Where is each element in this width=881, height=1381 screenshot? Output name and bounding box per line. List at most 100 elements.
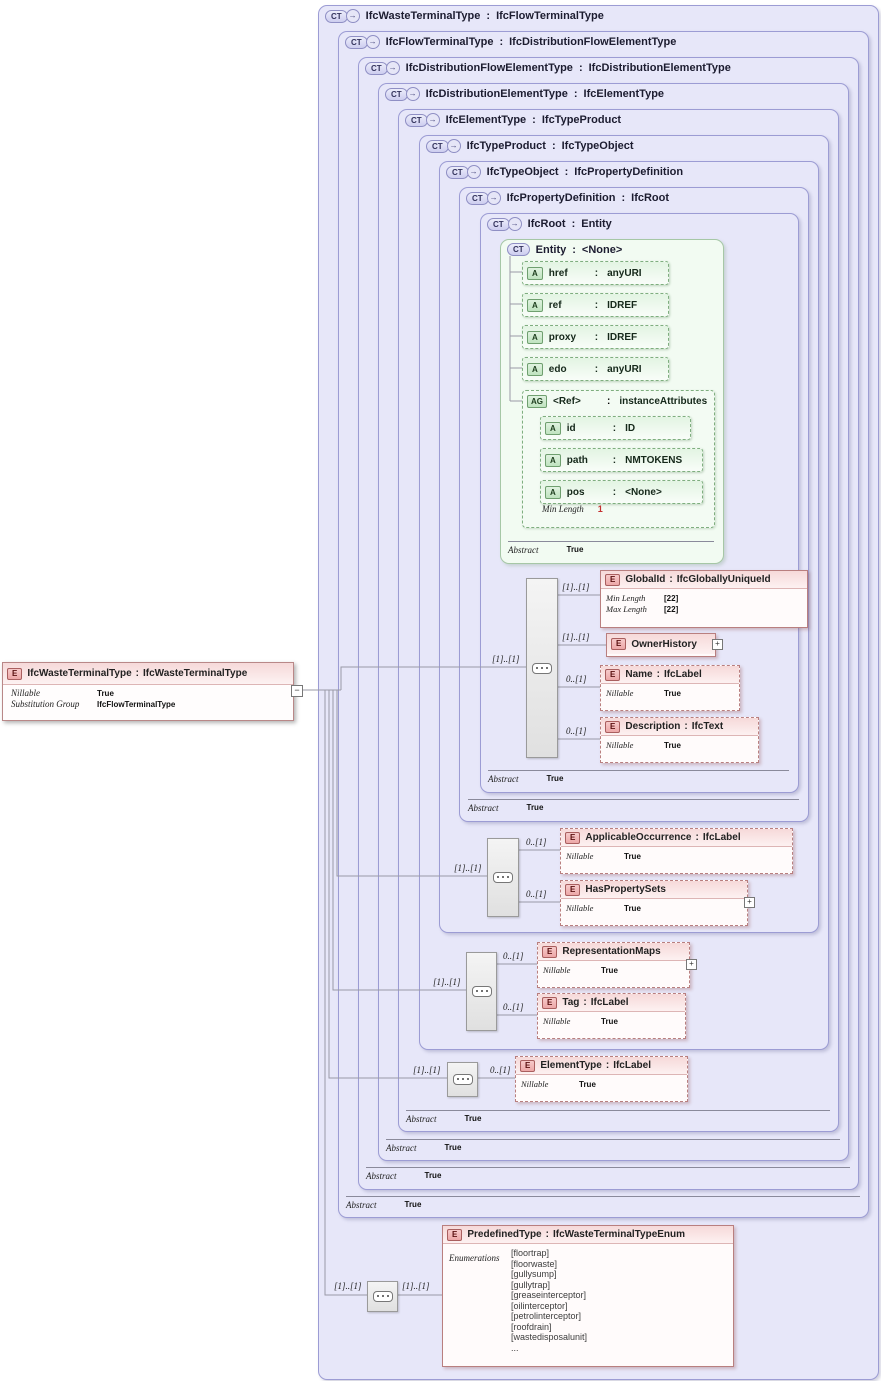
cardinality-label: [1]..[1]: [402, 1281, 430, 1291]
attribute-icon: A: [527, 298, 543, 312]
type-header-ifcwasteterminaltype[interactable]: CT→ IfcWasteTerminalType:IfcFlowTerminal…: [325, 9, 604, 23]
type-header-ifcflowterminaltype[interactable]: CT→ IfcFlowTerminalType:IfcDistributionF…: [345, 35, 676, 49]
cardinality-label: 0..[1]: [503, 1002, 524, 1012]
sequence-icon: [532, 662, 552, 674]
attribute-icon: A: [527, 266, 543, 280]
complex-type-icon: CT→: [385, 87, 420, 101]
complex-type-icon: CT→: [365, 61, 400, 75]
element-header: E Tag:IfcLabel: [538, 994, 685, 1012]
type-header-ifctypeproduct[interactable]: CT→ IfcTypeProduct:IfcTypeObject: [426, 139, 634, 153]
element-icon: E: [542, 996, 558, 1009]
sequence-compositor-ifcelementtype[interactable]: [447, 1062, 478, 1097]
derivation-arrow-icon: →: [507, 217, 522, 231]
sequence-compositor-ifcwasteterminaltype[interactable]: [367, 1281, 398, 1312]
attribute-box-href[interactable]: A href:anyURI: [522, 261, 669, 285]
expand-button-haspropertysets[interactable]: +: [744, 897, 755, 908]
element-box-ownerhistory[interactable]: E OwnerHistory: [606, 633, 716, 657]
type-header-ifcroot[interactable]: CT→ IfcRoot:Entity: [487, 217, 612, 231]
type-title: IfcElementType:IfcTypeProduct: [445, 114, 622, 126]
element-icon: E: [520, 1059, 536, 1072]
enum-value: [wastedisposalunit]: [511, 1332, 588, 1342]
complex-type-icon: CT→: [345, 35, 380, 49]
expand-button-representationmaps[interactable]: +: [686, 959, 697, 970]
element-header: E GlobalId:IfcGloballyUniqueId: [601, 571, 807, 589]
enum-value: [gullysump]: [511, 1269, 557, 1279]
element-box-globalid[interactable]: E GlobalId:IfcGloballyUniqueId Min Lengt…: [600, 570, 808, 628]
element-icon: E: [605, 668, 621, 681]
derivation-arrow-icon: →: [385, 61, 400, 75]
type-title: IfcDistributionFlowElementType:IfcDistri…: [405, 62, 731, 74]
cardinality-label: 0..[1]: [526, 889, 547, 899]
cardinality-label: [1]..[1]: [334, 1281, 362, 1291]
enum-value: ...: [511, 1342, 519, 1353]
sequence-compositor-ifctypeobject[interactable]: [487, 838, 519, 917]
enum-value: [roofdrain]: [511, 1321, 552, 1332]
type-header-entity[interactable]: CT Entity:<None>: [507, 243, 622, 256]
element-box-applicableoccurrence[interactable]: E ApplicableOccurrence:IfcLabel Nillable…: [560, 828, 793, 874]
enum-value: [oilinterceptor]: [511, 1300, 568, 1311]
cardinality-label: 0..[1]: [490, 1065, 511, 1075]
attribute-icon: A: [545, 485, 561, 499]
element-icon: E: [565, 831, 581, 844]
cardinality-label: [1]..[1]: [413, 1065, 441, 1075]
attribute-box-path[interactable]: A path:NMTOKENS: [540, 448, 703, 472]
collapse-toggle[interactable]: −: [291, 685, 303, 697]
derivation-arrow-icon: →: [345, 9, 360, 23]
sequence-icon: [452, 1074, 473, 1085]
cardinality-label: [1]..[1]: [454, 863, 482, 873]
type-title: IfcFlowTerminalType:IfcDistributionFlowE…: [385, 36, 677, 48]
attribute-box-pos[interactable]: A pos:<None>: [540, 480, 703, 504]
cardinality-label: [1]..[1]: [562, 632, 590, 642]
derivation-arrow-icon: →: [365, 35, 380, 49]
element-header: E RepresentationMaps: [538, 943, 689, 961]
cardinality-label: [1]..[1]: [433, 977, 461, 987]
enum-value: [floortrap]: [511, 1248, 550, 1258]
complex-type-icon: CT→: [487, 217, 522, 231]
element-header: E HasPropertySets: [561, 881, 747, 899]
type-title: IfcPropertyDefinition:IfcRoot: [506, 192, 670, 204]
attribute-box-ref[interactable]: A ref:IDREF: [522, 293, 669, 317]
element-header: E IfcWasteTerminalType:IfcWasteTerminalT…: [3, 663, 293, 685]
cardinality-label: [1]..[1]: [562, 582, 590, 592]
derivation-arrow-icon: →: [425, 113, 440, 127]
enum-value: [gullytrap]: [511, 1279, 551, 1290]
attribute-box-edo[interactable]: A edo:anyURI: [522, 357, 669, 381]
derivation-arrow-icon: →: [405, 87, 420, 101]
type-header-ifcdistributionflowelementtype[interactable]: CT→ IfcDistributionFlowElementType:IfcDi…: [365, 61, 731, 75]
cardinality-label: 0..[1]: [503, 951, 524, 961]
expand-button-ownerhistory[interactable]: +: [712, 639, 723, 650]
derivation-arrow-icon: →: [486, 191, 501, 205]
enum-value: [floorwaste]: [511, 1258, 558, 1269]
attribute-box-id[interactable]: A id:ID: [540, 416, 691, 440]
type-header-ifcelementtype[interactable]: CT→ IfcElementType:IfcTypeProduct: [405, 113, 621, 127]
attribute-icon: A: [527, 362, 543, 376]
attribute-box-proxy[interactable]: A proxy:IDREF: [522, 325, 669, 349]
element-header: E Description:IfcText: [601, 718, 758, 736]
sequence-compositor-ifcroot[interactable]: [526, 578, 558, 758]
element-icon: E: [611, 638, 627, 650]
element-icon: E: [7, 667, 23, 680]
type-header-ifctypeobject[interactable]: CT→ IfcTypeObject:IfcPropertyDefinition: [446, 165, 683, 179]
element-box-ifcwasteterminaltype[interactable]: E IfcWasteTerminalType:IfcWasteTerminalT…: [2, 662, 294, 721]
element-icon: E: [605, 573, 621, 586]
type-header-ifcdistributionelementtype[interactable]: CT→ IfcDistributionElementType:IfcElemen…: [385, 87, 664, 101]
attribute-icon: A: [545, 421, 561, 435]
type-title: IfcDistributionElementType:IfcElementTyp…: [425, 88, 665, 100]
type-title: IfcTypeProduct:IfcTypeObject: [466, 140, 634, 152]
sequence-compositor-ifctypeproduct[interactable]: [466, 952, 497, 1031]
element-icon: E: [605, 720, 621, 733]
type-header-ifcpropertydefinition[interactable]: CT→ IfcPropertyDefinition:IfcRoot: [466, 191, 669, 205]
element-box-predefinedtype[interactable]: E PredefinedType:IfcWasteTerminalTypeEnu…: [442, 1225, 734, 1367]
element-header: E Name:IfcLabel: [601, 666, 739, 684]
